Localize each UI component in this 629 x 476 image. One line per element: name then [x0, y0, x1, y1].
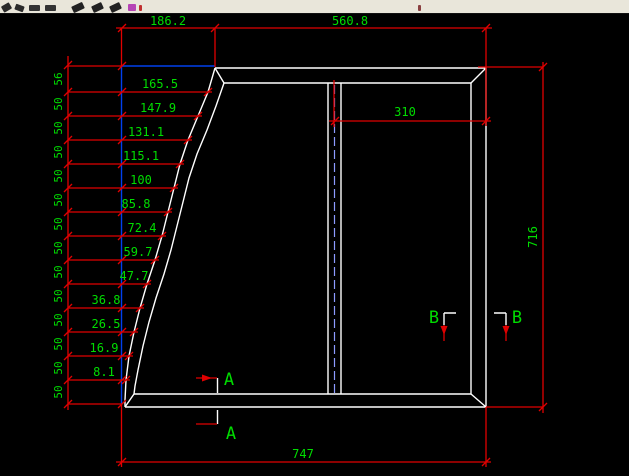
- chain-dim-label: 50: [52, 241, 65, 254]
- zoom-tool-icon-fragment[interactable]: [91, 2, 104, 13]
- chain-dim-label: 50: [52, 169, 65, 182]
- dim-label-186-2: 186.2: [150, 14, 186, 28]
- section-b-label-right: B: [512, 308, 522, 328]
- level-dimension-lines: [68, 65, 212, 405]
- chain-dim-label: 50: [52, 121, 65, 134]
- section-b-right-arrowhead: [502, 326, 510, 335]
- frame-corner-miters: [124, 67, 487, 408]
- mullion-edges: [327, 83, 342, 394]
- offset-dim-label: 47.7: [120, 269, 149, 283]
- offset-dim-label: 72.4: [128, 221, 157, 235]
- offset-dim-label: 115.1: [123, 149, 159, 163]
- chain-dim-label: 50: [52, 145, 65, 158]
- offset-dim-label: 59.7: [124, 245, 153, 259]
- section-a-leader-lines: [196, 377, 217, 425]
- section-a-label-bottom: A: [226, 424, 236, 444]
- red-tool-icon-fragment[interactable]: [139, 5, 142, 11]
- section-a-label-top: A: [224, 370, 234, 390]
- extension-lines: [120, 28, 543, 467]
- chain-dim-label: 50: [52, 361, 65, 374]
- offset-dim-label: 165.5: [142, 77, 178, 91]
- offset-dim-label: 131.1: [128, 125, 164, 139]
- chain-dim-label: 50: [52, 265, 65, 278]
- chain-dim-label: 50: [52, 193, 65, 206]
- dim-label-747: 747: [292, 447, 314, 461]
- zoom-tool-icon-fragment[interactable]: [71, 1, 85, 14]
- dimension-text: 186.2 560.8 310 716 747 165.5 147.9 131.…: [52, 14, 540, 461]
- section-b-left-arrowhead: [440, 326, 448, 335]
- dimension-lines: [63, 23, 548, 467]
- dim-label-716: 716: [526, 226, 540, 248]
- section-arrowheads: [202, 326, 510, 382]
- tool-icon-fragment[interactable]: [29, 5, 40, 11]
- chain-dim-label: 50: [52, 337, 65, 350]
- frame-geometry: [124, 67, 507, 424]
- dim-label-560-8: 560.8: [332, 14, 368, 28]
- tool-icon-fragment[interactable]: [45, 5, 56, 11]
- chain-dim-label: 50: [52, 313, 65, 326]
- chain-dim-label: 50: [52, 385, 65, 398]
- frame-inner-curved-left-edge: [133, 82, 225, 395]
- section-b-leader-lines: [443, 325, 507, 341]
- offset-dim-label: 36.8: [92, 293, 121, 307]
- section-b-label-left: B: [429, 308, 439, 328]
- offset-dim-label: 16.9: [90, 341, 119, 355]
- frame-outer-curved-left-edge: [124, 67, 216, 407]
- chain-dim-label: 56: [52, 72, 65, 85]
- magenta-tool-icon-fragment[interactable]: [128, 4, 136, 11]
- red-tool-icon-fragment[interactable]: [418, 5, 421, 11]
- offset-dim-label: 26.5: [92, 317, 121, 331]
- section-marker-leader-lines: [216, 312, 507, 424]
- tool-icon-fragment[interactable]: [0, 2, 13, 13]
- offset-dim-label: 8.1: [93, 365, 115, 379]
- section-a-arrowhead: [202, 374, 212, 382]
- offset-dim-label: 85.8: [122, 197, 151, 211]
- chain-dim-label: 50: [52, 217, 65, 230]
- dim-label-310: 310: [394, 105, 416, 119]
- oblique-tick-marks: [63, 23, 548, 467]
- chain-dim-label: 50: [52, 289, 65, 302]
- offset-dim-label: 147.9: [140, 101, 176, 115]
- tool-icon-fragment[interactable]: [14, 3, 25, 13]
- frame-outer-edges: [125, 67, 487, 408]
- zoom-tool-icon-fragment[interactable]: [109, 2, 122, 13]
- chain-dim-label: 50: [52, 97, 65, 110]
- toolbar: [0, 0, 629, 14]
- frame-inner-edges: [134, 82, 472, 395]
- offset-dim-label: 100: [130, 173, 152, 187]
